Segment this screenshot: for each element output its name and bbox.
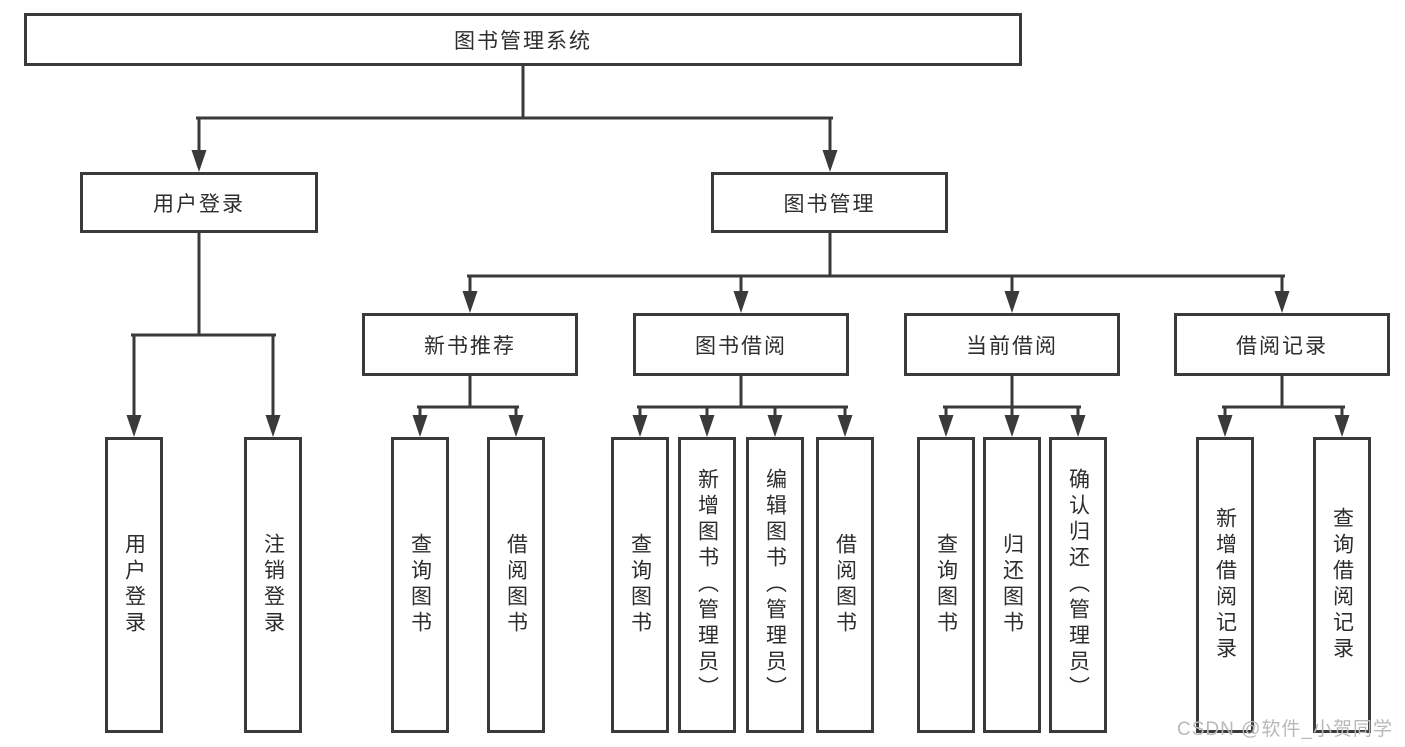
- node-user-login-label: 用户登录: [153, 192, 245, 216]
- leaf-current-confirm-return-admin: 确认归还（管理员）: [1049, 437, 1107, 733]
- leaf-borrow-query-books: 查询图书: [611, 437, 669, 733]
- node-root-label: 图书管理系统: [454, 29, 592, 53]
- connector-current-children: [938, 374, 1086, 437]
- leaf-recommend-query-books: 查询图书: [391, 437, 449, 733]
- node-current-borrow: 当前借阅: [904, 313, 1120, 376]
- node-book-management-label: 图书管理: [783, 192, 876, 216]
- leaf-logout: 注销登录: [244, 437, 302, 733]
- node-new-book-recommend-label: 新书推荐: [424, 334, 516, 358]
- connector-records-children: [1217, 374, 1350, 437]
- node-new-book-recommend: 新书推荐: [362, 313, 578, 376]
- connector-borrow-children: [632, 374, 853, 437]
- leaf-user-login: 用户登录: [105, 437, 163, 733]
- leaf-recommend-borrow-books: 借阅图书: [487, 437, 545, 733]
- connector-recommend-children: [412, 374, 524, 437]
- connector-user-login-children: [126, 231, 281, 437]
- node-borrow-records-label: 借阅记录: [1236, 334, 1328, 358]
- node-user-login: 用户登录: [80, 172, 318, 233]
- leaf-borrow-borrow-books: 借阅图书: [816, 437, 874, 733]
- node-current-borrow-label: 当前借阅: [966, 334, 1058, 358]
- node-book-borrow: 图书借阅: [633, 313, 849, 376]
- connector-root-to-level2: [191, 63, 838, 172]
- leaf-current-query-books: 查询图书: [917, 437, 975, 733]
- connector-book-management-groups: [462, 231, 1290, 313]
- node-borrow-records: 借阅记录: [1174, 313, 1390, 376]
- leaf-borrow-add-book-admin: 新增图书（管理员）: [678, 437, 736, 733]
- leaf-current-return-books: 归还图书: [983, 437, 1041, 733]
- node-book-management: 图书管理: [711, 172, 948, 233]
- leaf-records-add-record: 新增借阅记录: [1196, 437, 1254, 733]
- node-root: 图书管理系统: [24, 13, 1022, 66]
- leaf-borrow-edit-book-admin: 编辑图书（管理员）: [746, 437, 804, 733]
- node-book-borrow-label: 图书借阅: [695, 334, 787, 358]
- leaf-records-query-record: 查询借阅记录: [1313, 437, 1371, 733]
- watermark-csdn: CSDN @软件_小贺同学: [1177, 719, 1393, 740]
